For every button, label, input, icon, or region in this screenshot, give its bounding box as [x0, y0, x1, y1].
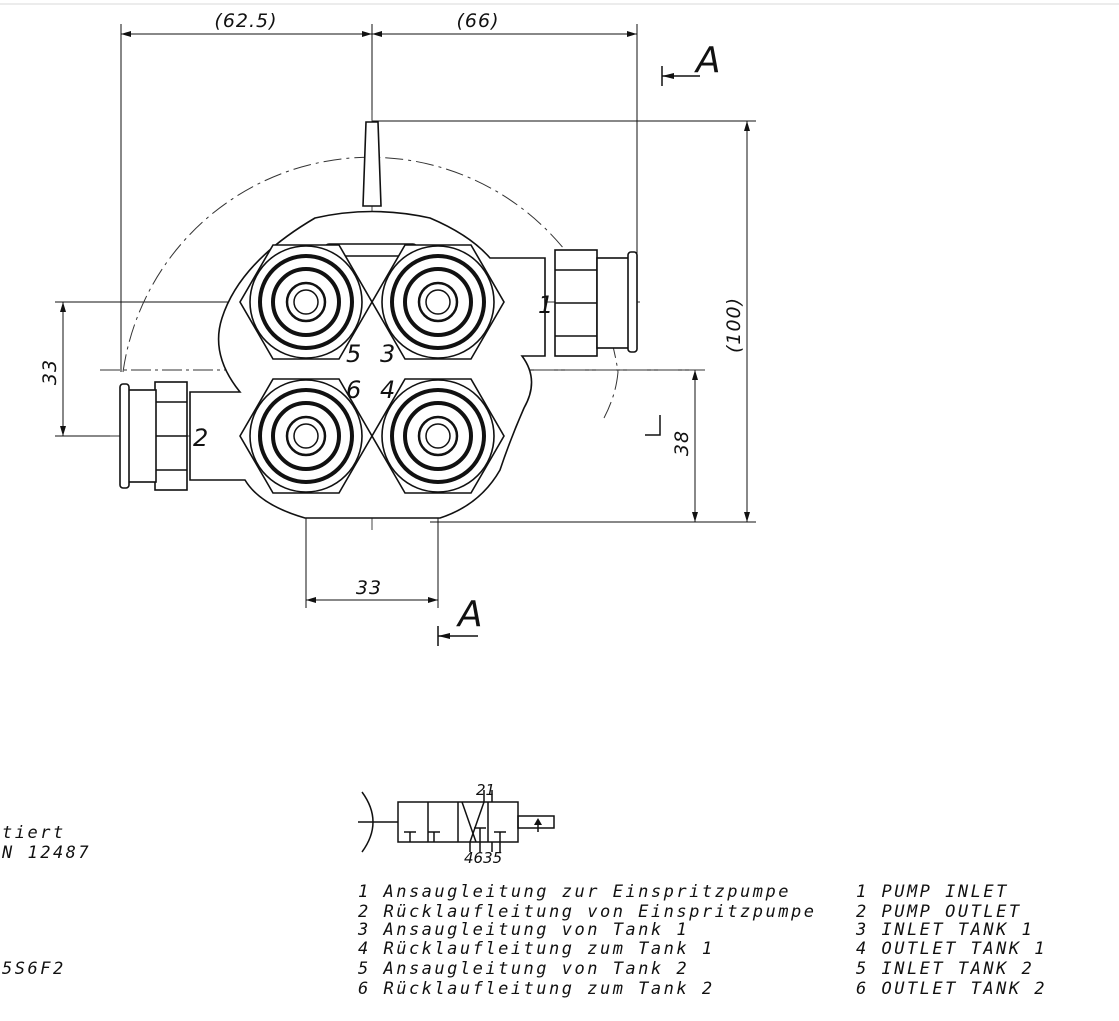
- dim-port-spacing-horizontal: 33: [356, 577, 382, 599]
- section-label-bottom: A: [456, 594, 483, 635]
- legend-german: 1 Ansaugleitung zur Einspritzpumpe 2 Rüc…: [357, 882, 816, 999]
- legend-de-5: 5 Ansaugleitung von Tank 2: [358, 959, 689, 979]
- dimension-arrows: [60, 31, 750, 603]
- dim-total-height: (100): [723, 297, 745, 353]
- port-label-6: 6: [346, 376, 361, 404]
- legend-en-3: 3 INLET TANK 1: [855, 920, 1034, 940]
- section-label-top: A: [694, 40, 721, 81]
- legend-de-4: 4 Rücklaufleitung zum Tank 1: [358, 939, 715, 959]
- legend-de-2: 2 Rücklaufleitung von Einspritzpumpe: [358, 902, 816, 922]
- schematic-bottom-ports: 4635: [464, 849, 502, 867]
- port-label-2: 2: [193, 424, 208, 452]
- valve-body: [119, 121, 638, 519]
- port-label-4: 4: [380, 376, 395, 404]
- legend-de-3: 3 Ansaugleitung von Tank 1: [357, 920, 689, 940]
- schematic-top-ports: 21: [476, 781, 495, 799]
- legend-en-1: 1 PUMP INLET: [856, 882, 1009, 902]
- dim-lower-height: 38: [671, 430, 693, 456]
- margin-text-2: N 12487: [1, 843, 91, 863]
- margin-text-3: 5S6F2: [2, 959, 66, 979]
- legend-english: 1 PUMP INLET 2 PUMP OUTLET 3 INLET TANK …: [855, 882, 1047, 999]
- margin-text-1: tiert: [2, 823, 66, 843]
- port-label-5: 5: [346, 340, 361, 368]
- legend-en-6: 6 OUTLET TANK 2: [856, 979, 1047, 999]
- dim-right-width: (66): [456, 10, 499, 32]
- legend-en-4: 4 OUTLET TANK 1: [856, 939, 1047, 959]
- dim-left-width: (62.5): [214, 10, 277, 32]
- dim-port-spacing-vertical: 33: [39, 359, 61, 385]
- port-label-3: 3: [380, 340, 395, 368]
- legend-en-5: 5 INLET TANK 2: [856, 959, 1034, 979]
- port-label-1: 1: [538, 291, 553, 319]
- legend-de-6: 6 Rücklaufleitung zum Tank 2: [358, 979, 715, 999]
- valve-schematic: [358, 790, 555, 853]
- legend-en-2: 2 PUMP OUTLET: [856, 902, 1022, 922]
- dimension-lines: [55, 24, 756, 608]
- legend-de-1: 1 Ansaugleitung zur Einspritzpumpe: [358, 882, 791, 902]
- port-nuts: [239, 244, 505, 494]
